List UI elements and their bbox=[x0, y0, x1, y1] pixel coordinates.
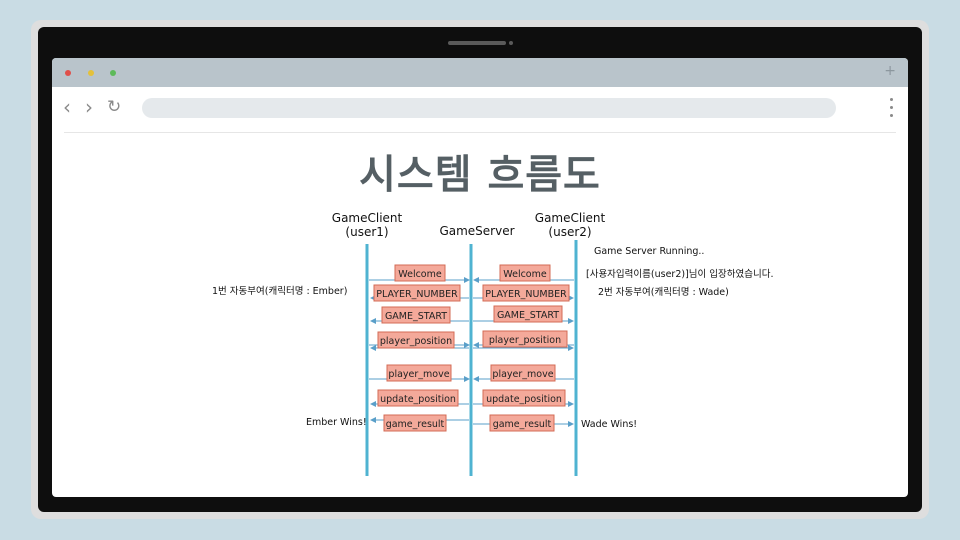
note-user2-assign: 2번 자동부여(캐릭터명 : Wade) bbox=[598, 286, 729, 298]
participant-client1-user: (user1) bbox=[345, 225, 388, 239]
back-icon[interactable]: ‹ bbox=[63, 95, 71, 119]
svg-text:Welcome: Welcome bbox=[398, 269, 442, 280]
speaker-slot bbox=[448, 41, 506, 45]
message-right-player-number: PLAYER_NUMBER bbox=[482, 284, 570, 302]
note-user1-assign: 1번 자동부여(캐릭터명 : Ember) bbox=[212, 285, 347, 297]
participant-client1-name: GameClient bbox=[332, 211, 403, 225]
toolbar-divider bbox=[64, 132, 896, 133]
svg-text:player_position: player_position bbox=[380, 336, 452, 347]
message-left-game-start: GAME_START bbox=[381, 306, 451, 324]
more-icon[interactable] bbox=[890, 98, 894, 118]
participant-client2-name: GameClient bbox=[535, 211, 606, 225]
message-left-update-position: update_position bbox=[377, 389, 459, 407]
tab-bar: + bbox=[52, 58, 908, 87]
camera-dot bbox=[509, 41, 513, 45]
svg-text:player_move: player_move bbox=[388, 369, 449, 380]
participant-client2-user: (user2) bbox=[548, 225, 591, 239]
reload-icon[interactable]: ↻ bbox=[107, 97, 122, 117]
svg-text:player_move: player_move bbox=[492, 369, 553, 380]
svg-text:GAME_START: GAME_START bbox=[497, 310, 559, 321]
message-right-player-position: player_position bbox=[482, 330, 568, 348]
new-tab-icon[interactable]: + bbox=[884, 63, 896, 79]
close-window-button[interactable] bbox=[65, 70, 71, 76]
participant-server-name: GameServer bbox=[439, 224, 514, 238]
address-bar[interactable] bbox=[142, 98, 836, 118]
message-left-player-number: PLAYER_NUMBER bbox=[373, 284, 461, 302]
svg-text:Welcome: Welcome bbox=[503, 269, 547, 280]
message-right-game-result: game_result bbox=[489, 414, 555, 432]
minimize-window-button[interactable] bbox=[88, 70, 94, 76]
svg-text:game_result: game_result bbox=[386, 419, 445, 430]
message-right-game-start: GAME_START bbox=[493, 305, 563, 323]
svg-text:update_position: update_position bbox=[380, 394, 456, 405]
svg-text:update_position: update_position bbox=[486, 394, 562, 405]
message-right-update-position: update_position bbox=[482, 389, 566, 407]
message-left-welcome: Welcome bbox=[394, 264, 446, 282]
svg-text:player_position: player_position bbox=[489, 335, 561, 346]
svg-text:PLAYER_NUMBER: PLAYER_NUMBER bbox=[376, 289, 458, 300]
forward-icon[interactable]: › bbox=[85, 95, 93, 119]
note-server-running: Game Server Running.. bbox=[594, 246, 704, 257]
message-left-player-position: player_position bbox=[377, 331, 455, 349]
svg-text:PLAYER_NUMBER: PLAYER_NUMBER bbox=[485, 289, 567, 300]
message-left-player-move: player_move bbox=[386, 364, 452, 382]
note-ember-wins: Ember Wins! bbox=[306, 417, 367, 428]
svg-text:GAME_START: GAME_START bbox=[385, 311, 447, 322]
page-title: 시스템 흐름도 bbox=[359, 152, 601, 198]
maximize-window-button[interactable] bbox=[110, 70, 116, 76]
browser-toolbar: ‹ › ↻ bbox=[52, 87, 908, 132]
note-wade-wins: Wade Wins! bbox=[581, 419, 637, 430]
message-right-player-move: player_move bbox=[490, 364, 556, 382]
message-right-welcome: Welcome bbox=[499, 264, 551, 282]
message-left-game-result: game_result bbox=[383, 414, 447, 432]
svg-text:game_result: game_result bbox=[493, 419, 552, 430]
note-user2-enter: [사용자입력이름(user2)]님이 입장하였습니다. bbox=[586, 268, 773, 280]
